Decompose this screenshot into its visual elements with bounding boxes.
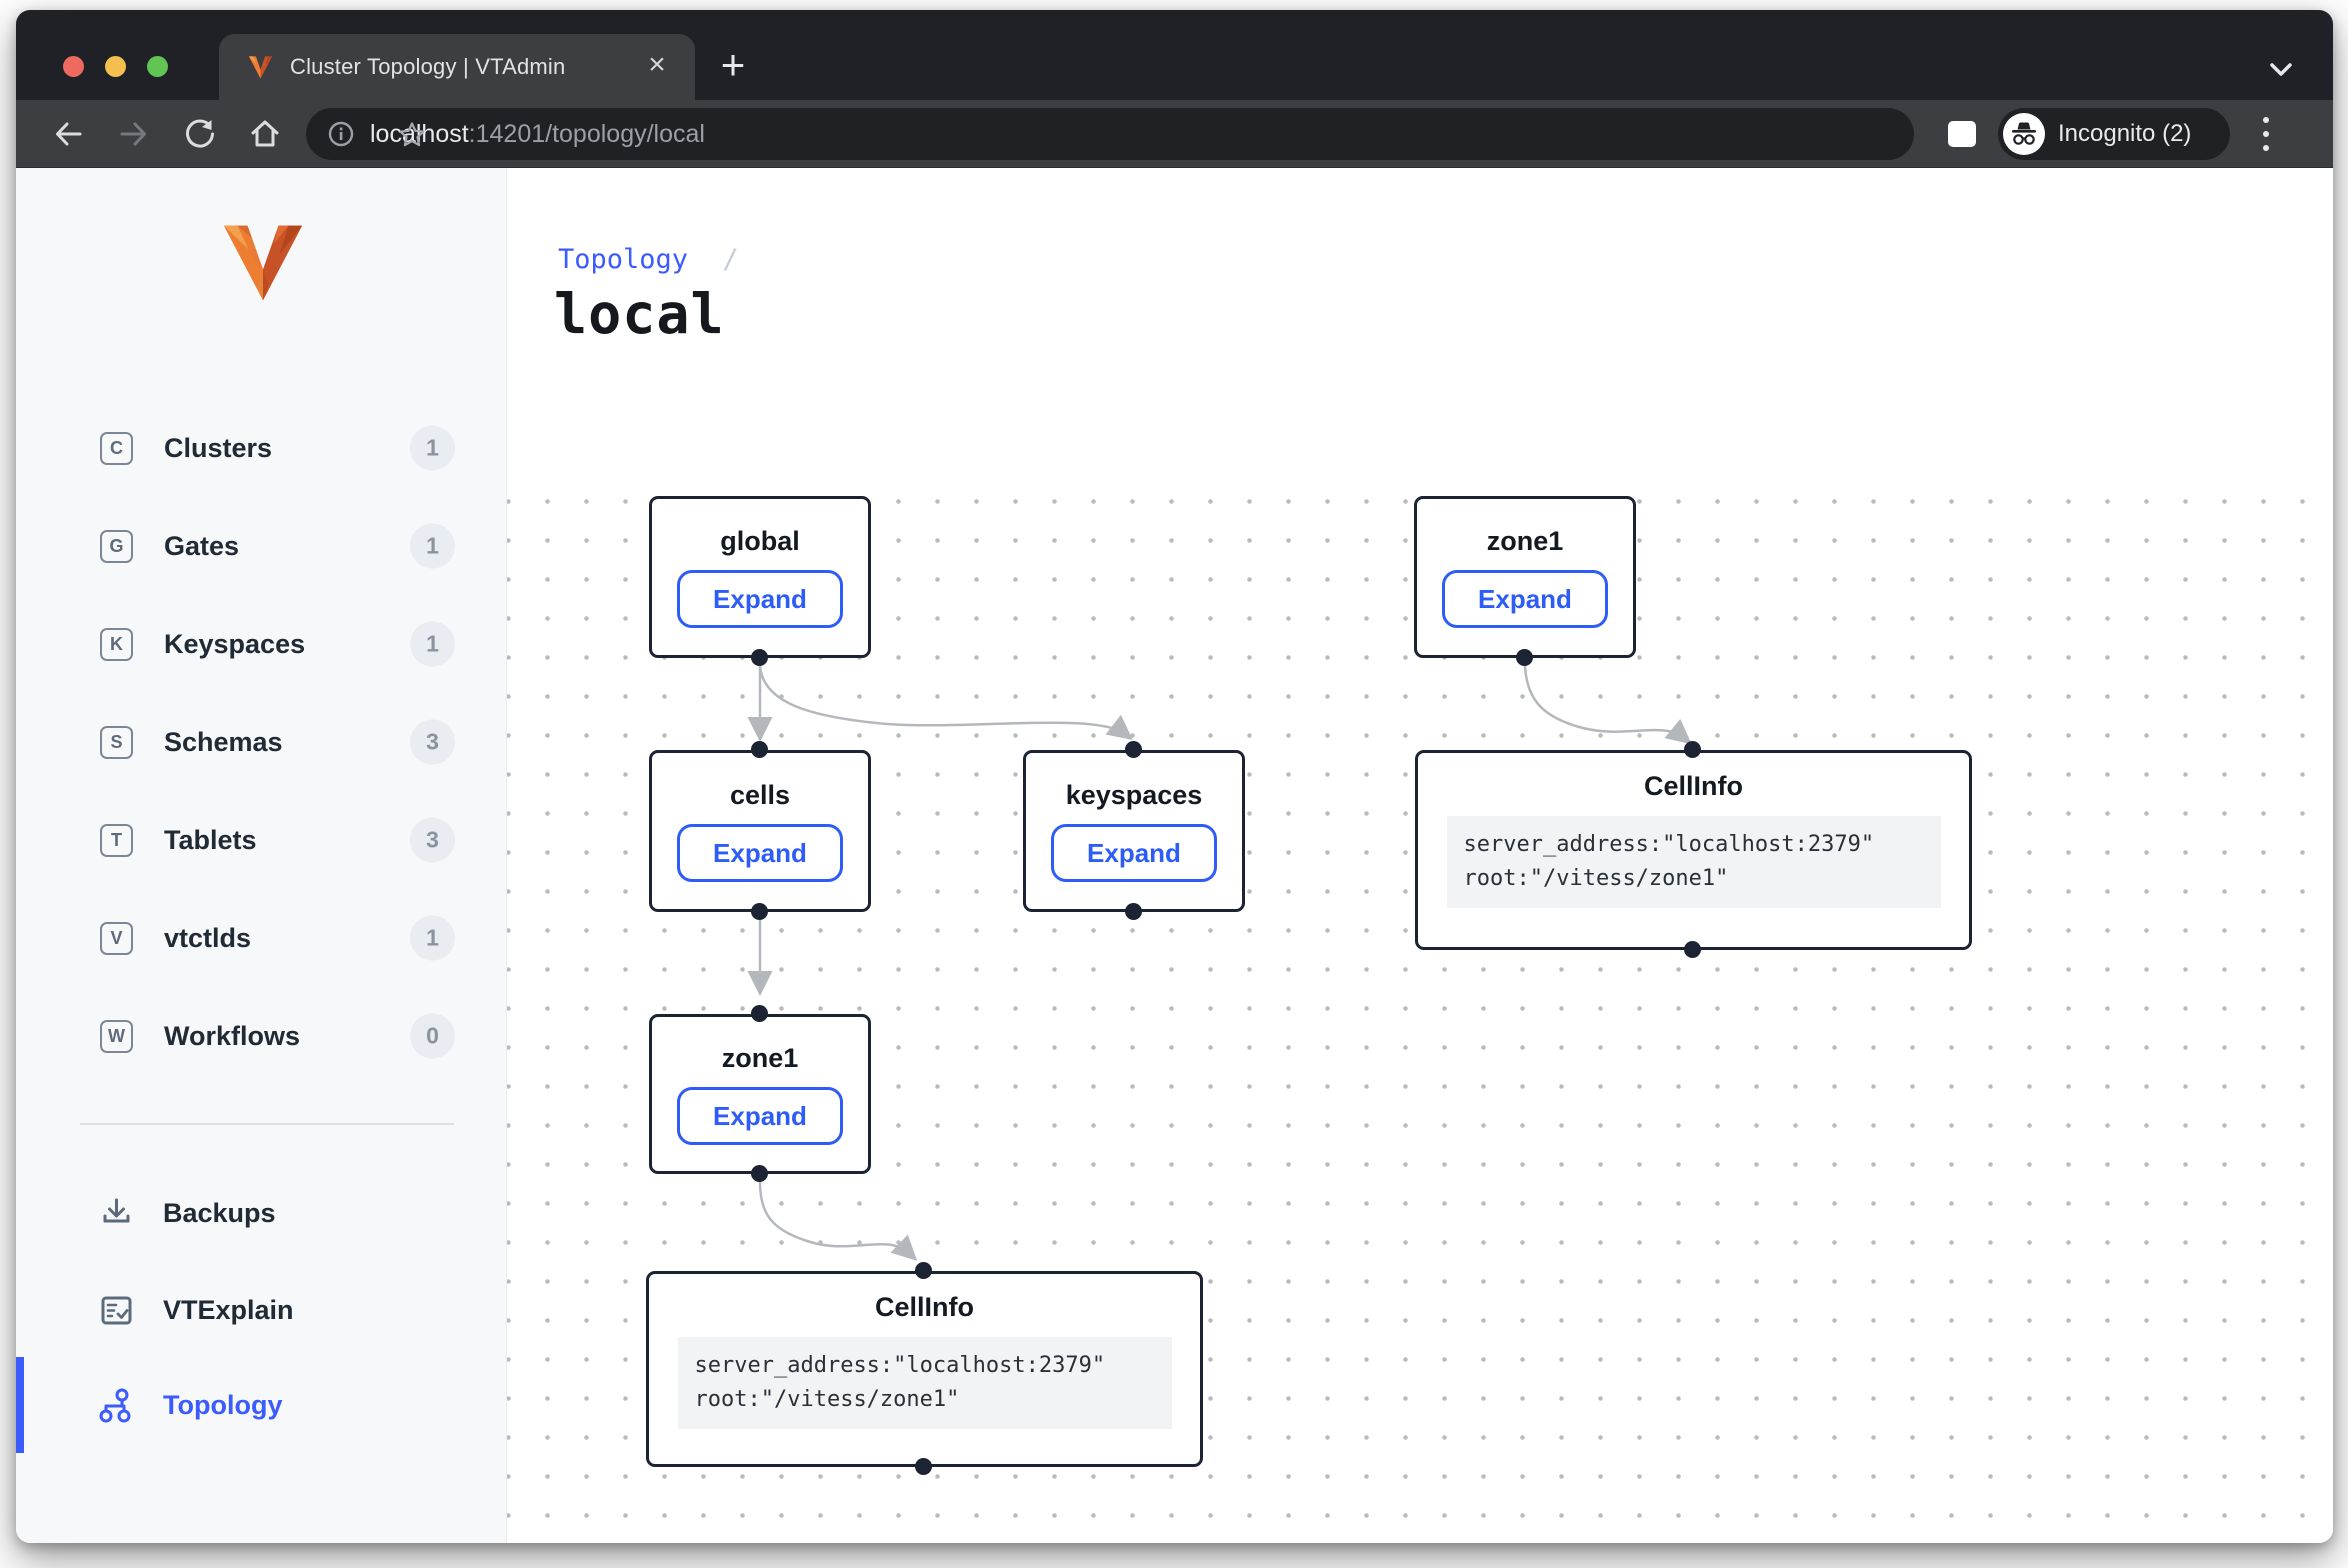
sidebar-item-topology[interactable]: Topology [16,1357,506,1453]
address-bar[interactable]: localhost:14201/topology/local [306,108,1914,160]
node-global: global Expand [649,496,871,658]
back-icon[interactable] [52,118,84,150]
sidebar-item-vtexplain[interactable]: VTExplain [16,1262,506,1358]
port [1125,903,1142,920]
topology-icon [99,1388,131,1422]
expand-button-zone1-cell[interactable]: Expand [677,1087,843,1145]
cellinfo-code: server_address:"localhost:2379"root:"/vi… [677,1337,1172,1429]
reload-icon[interactable] [184,118,216,150]
expand-button-keyspaces[interactable]: Expand [1051,824,1217,882]
graph-edges [747,665,1692,1261]
chevron-down-icon[interactable] [2264,58,2298,82]
node-cells: cells Expand [649,750,871,912]
workflows-letter-icon: W [100,1019,133,1053]
sidebar-item-vtctlds[interactable]: V vtctlds 1 [16,889,506,987]
close-window-button[interactable] [63,56,84,77]
tablets-count-badge: 3 [410,817,455,863]
expand-button-cells[interactable]: Expand [677,824,843,882]
node-title: CellInfo [875,1292,974,1322]
keyspaces-count-badge: 1 [410,621,455,667]
zoom-window-button[interactable] [147,56,168,77]
home-icon[interactable] [249,118,281,150]
active-nav-indicator [16,1357,24,1453]
browser-window: Cluster Topology | VTAdmin × + [16,10,2333,1543]
port [1516,649,1533,666]
browser-menu-icon[interactable] [2263,117,2269,151]
forward-icon[interactable] [118,118,150,150]
breadcrumb-topology-link[interactable]: Topology [558,244,689,275]
sidebar-item-schemas[interactable]: S Schemas 3 [16,693,506,791]
port [751,903,768,920]
port [751,741,768,758]
breadcrumb: Topology / [558,244,739,275]
clusters-letter-icon: C [100,431,133,465]
schemas-letter-icon: S [100,725,133,759]
port [915,1458,932,1475]
page-title: local [554,282,725,346]
node-title: zone1 [1486,526,1564,556]
incognito-icon [2012,122,2036,145]
expand-button-zone1-root[interactable]: Expand [1442,570,1608,628]
sidebar-item-clusters[interactable]: C Clusters 1 [16,399,506,497]
topology-canvas[interactable]: global Expand zone1 Expand cells Expand … [507,470,2333,1543]
node-zone1-root: zone1 Expand [1414,496,1636,658]
port [751,1165,768,1182]
browser-tab[interactable]: Cluster Topology | VTAdmin × [219,34,695,100]
tab-title: Cluster Topology | VTAdmin [290,54,566,79]
clusters-count-badge: 1 [410,425,455,471]
vitess-logo [223,225,303,301]
url-path: :14201/topology/local [468,119,705,148]
node-title: global [720,526,800,556]
gates-count-badge: 1 [410,523,455,569]
port [915,1262,932,1279]
download-icon [103,1198,130,1222]
port [1684,941,1701,958]
node-cellinfo-bottom: CellInfo server_address:"localhost:2379"… [646,1271,1203,1467]
main-panel: Topology / local [507,168,2333,1543]
port [1684,741,1701,758]
browser-toolbar: localhost:14201/topology/local Incognito… [16,100,2333,168]
node-keyspaces: keyspaces Expand [1023,750,1245,912]
sidebar-divider [80,1123,454,1125]
node-title: zone1 [721,1043,799,1073]
port [1125,741,1142,758]
new-tab-button[interactable]: + [720,41,746,88]
node-title: cells [729,780,791,810]
bookmark-star-icon[interactable] [397,120,427,150]
close-tab-icon[interactable]: × [648,48,666,81]
minimize-window-button[interactable] [105,56,126,77]
site-info-icon[interactable] [328,121,354,147]
side-panel-icon[interactable] [1948,121,1976,147]
tab-strip: Cluster Topology | VTAdmin × + [16,10,2333,100]
vitess-favicon-icon [248,55,273,79]
url-text: localhost:14201/topology/local [370,120,705,149]
tablets-letter-icon: T [100,823,133,857]
schemas-count-badge: 3 [410,719,455,765]
node-title: keyspaces [1065,780,1203,810]
node-title: CellInfo [1644,771,1743,801]
node-zone1-cell: zone1 Expand [649,1014,871,1174]
breadcrumb-separator: / [722,244,739,275]
workflows-count-badge: 0 [410,1013,455,1059]
sidebar-item-gates[interactable]: G Gates 1 [16,497,506,595]
expand-button-global[interactable]: Expand [677,570,843,628]
gates-letter-icon: G [100,529,133,563]
incognito-label: Incognito (2) [2058,120,2192,147]
incognito-avatar [2003,113,2045,155]
sidebar-item-workflows[interactable]: W Workflows 0 [16,987,506,1085]
sidebar-item-tablets[interactable]: T Tablets 3 [16,791,506,889]
port [751,649,768,666]
sidebar-item-keyspaces[interactable]: K Keyspaces 1 [16,595,506,693]
incognito-badge: Incognito (2) [1998,108,2230,160]
cellinfo-code: server_address:"localhost:2379"root:"/vi… [1446,816,1941,908]
node-cellinfo-right: CellInfo server_address:"localhost:2379"… [1415,750,1972,950]
port [751,1005,768,1022]
document-check-icon [101,1296,132,1324]
keyspaces-letter-icon: K [100,627,133,661]
vtctlds-count-badge: 1 [410,915,455,961]
page-content: C Clusters 1 G Gates 1 K Keyspaces 1 S S… [16,168,2333,1543]
vtctlds-letter-icon: V [100,921,133,955]
sidebar-item-backups[interactable]: Backups [16,1165,506,1261]
sidebar: C Clusters 1 G Gates 1 K Keyspaces 1 S S… [16,168,507,1543]
